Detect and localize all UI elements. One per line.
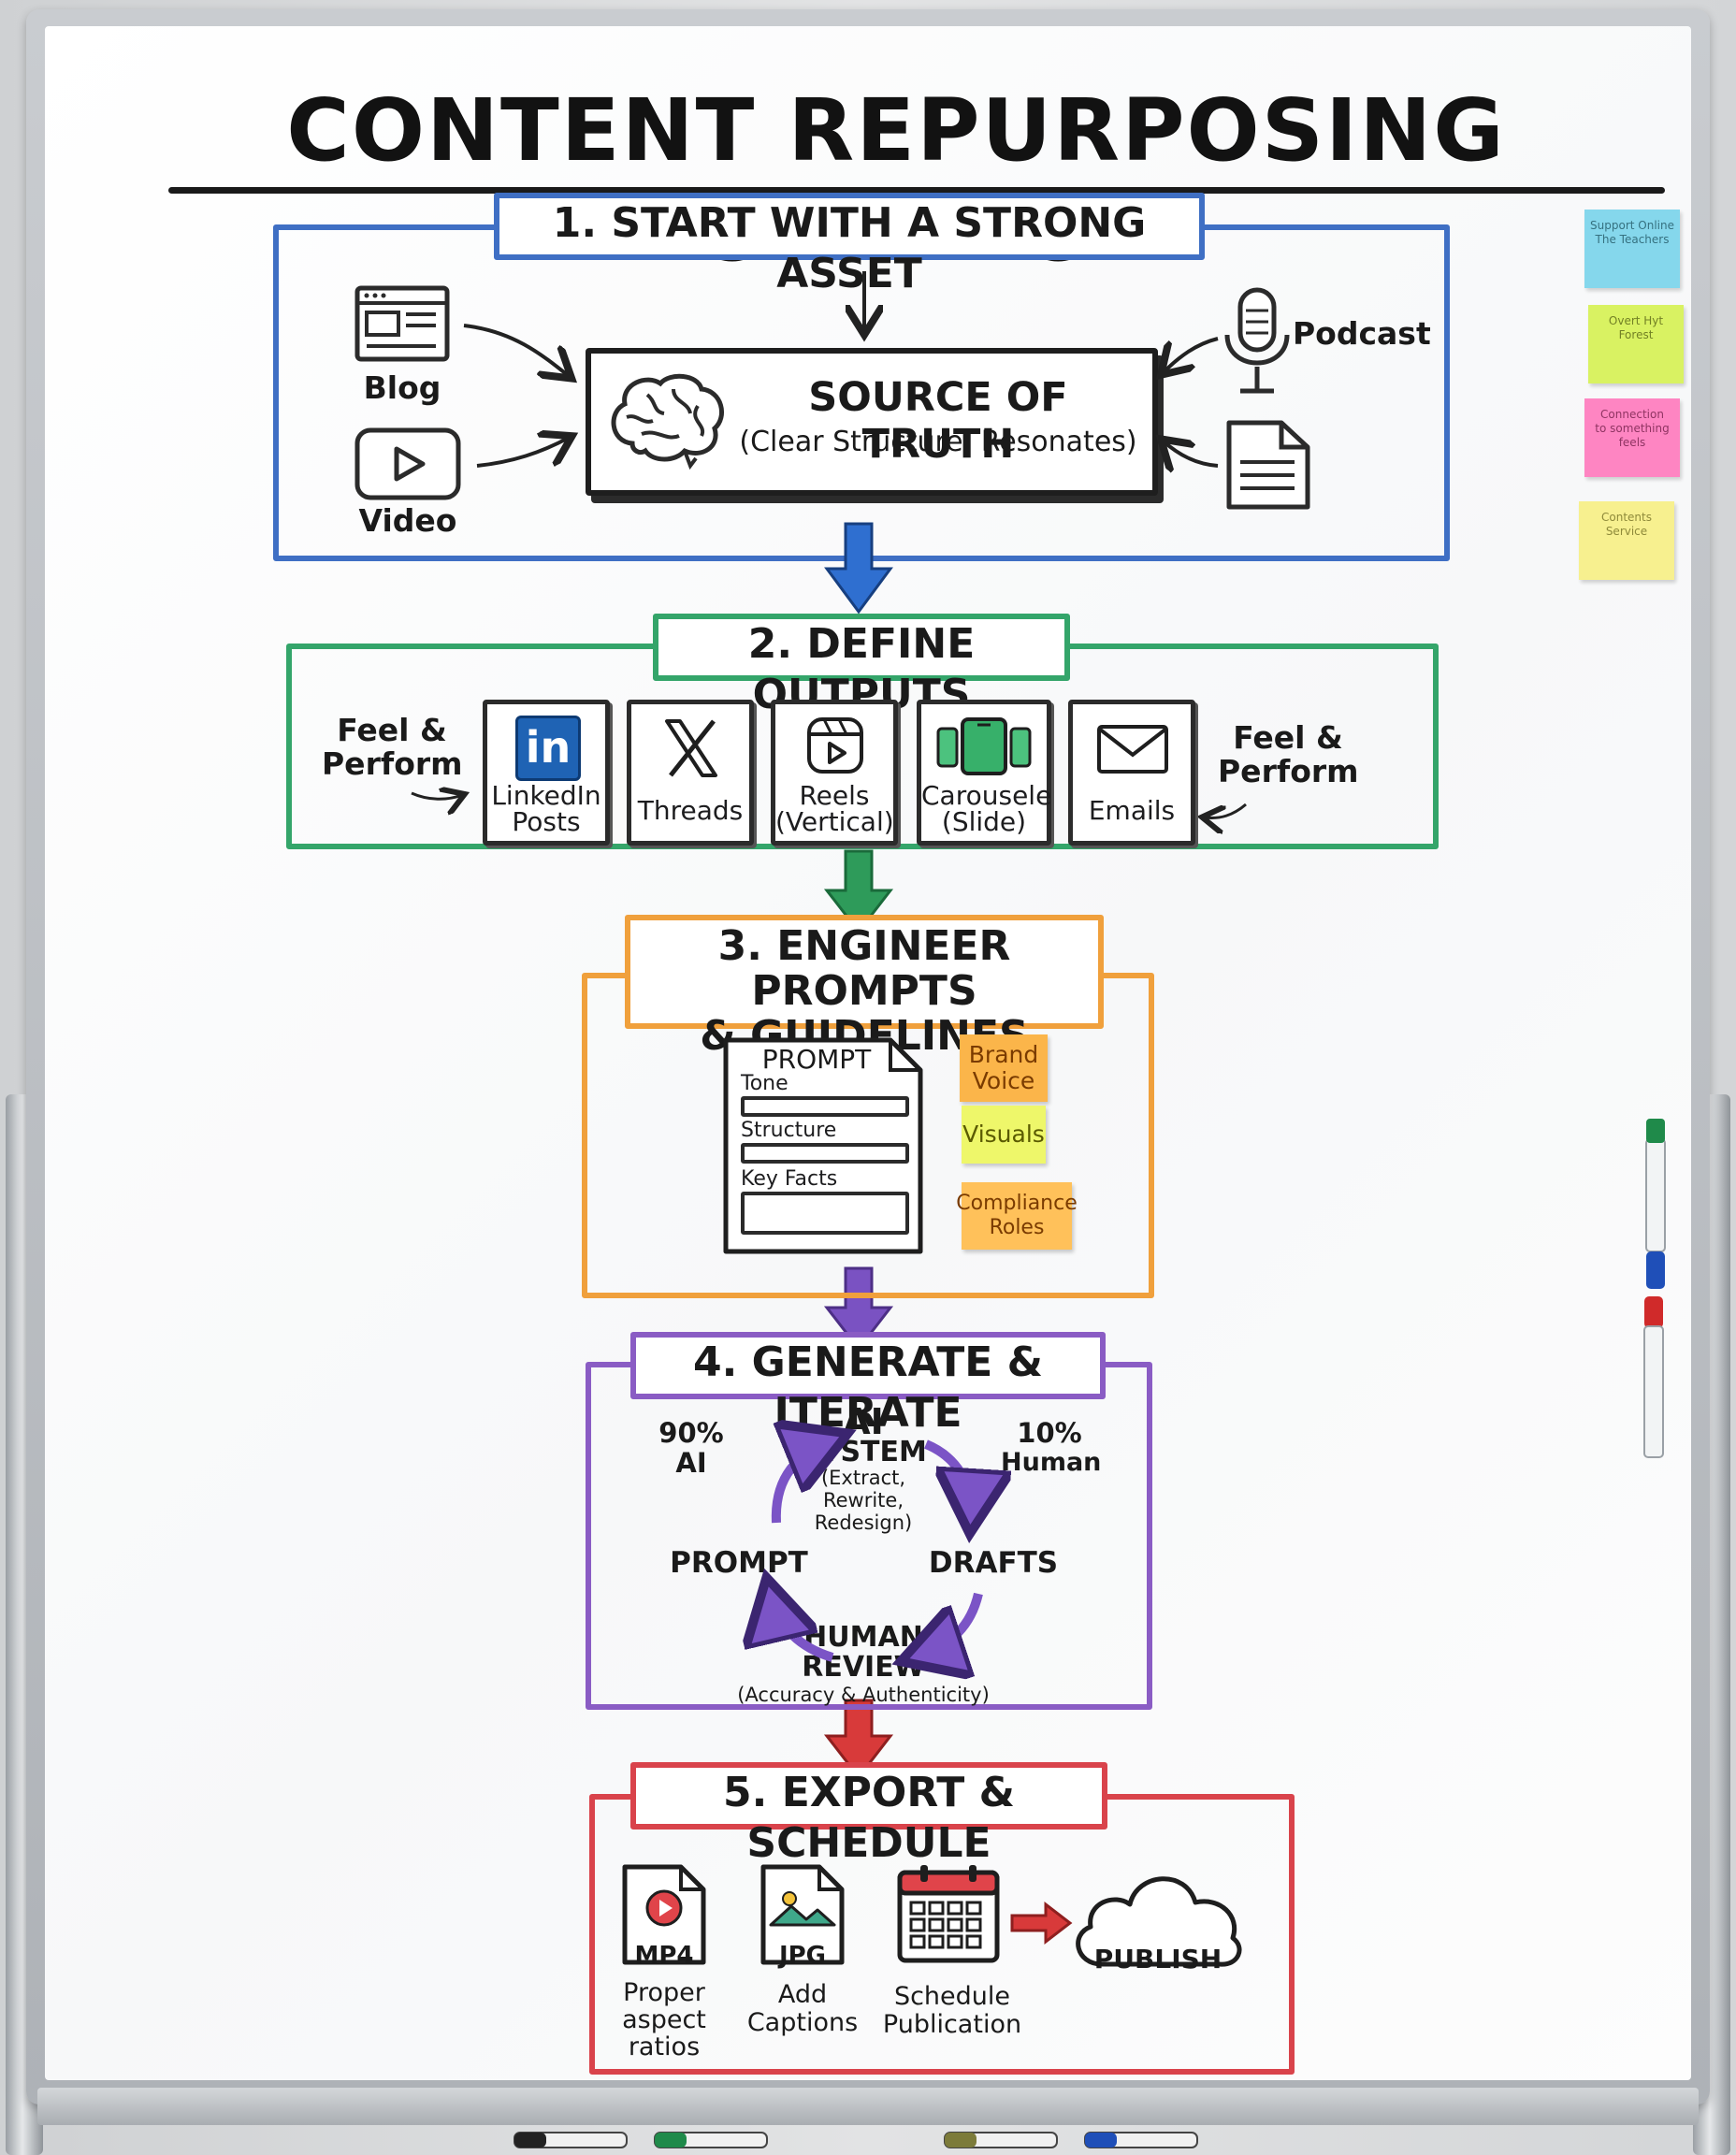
mp4-file-icon: [622, 1864, 706, 1965]
mp4-label: MP4: [634, 1942, 694, 1970]
left-note-line2: Perform: [322, 745, 463, 782]
reels-icon: [807, 717, 863, 774]
schedule-caption-line2: Publication: [882, 2010, 1022, 2039]
sticky-compliance-line1: Compliance: [956, 1192, 1078, 1215]
prompt-title: PROMPT: [761, 1044, 872, 1075]
tray-markers[interactable]: [505, 2125, 1216, 2153]
output-threads: Threads: [627, 700, 754, 846]
mp4-caption-line2: aspect: [622, 2005, 706, 2034]
output-reels-line2: (Vertical): [775, 806, 894, 837]
jpg-caption-line1: Add: [777, 1980, 828, 2009]
arrow-step3-to-step4: [823, 1266, 894, 1352]
step1-title: 1. START WITH A STRONG ASSET: [494, 193, 1205, 297]
left-note-line1: Feel &: [337, 712, 447, 748]
mp4-caption-line3: ratios: [628, 2032, 701, 2061]
field-label-tone: Tone: [741, 1072, 788, 1095]
brain-icon: [611, 373, 724, 470]
tone-field: [741, 1096, 909, 1117]
right-note-line1: Feel &: [1233, 719, 1343, 756]
step3-title: 3. ENGINEER PROMPTS & GUIDELINES: [625, 915, 1104, 1059]
side-sticky-2-line1: Overt Hyt: [1608, 314, 1664, 327]
output-emails: Emails: [1068, 700, 1195, 846]
microphone-icon: [1224, 287, 1290, 394]
red-marker[interactable]: [1635, 1289, 1672, 1467]
side-sticky-1: Support Online The Teachers: [1584, 210, 1680, 288]
arrow-to-publish: [1010, 1901, 1073, 1945]
side-sticky-4: Contents Service: [1579, 501, 1674, 580]
output-carousel: Carousele (Slide): [917, 700, 1051, 846]
side-sticky-1-line2: The Teachers: [1595, 233, 1670, 246]
jpg-file-icon: [760, 1864, 845, 1965]
output-linkedin-line1: LinkedIn: [491, 780, 601, 811]
title-underline: [168, 187, 1665, 194]
human-percent: 10%: [1017, 1417, 1082, 1449]
side-sticky-3-line1: Connection: [1600, 408, 1664, 421]
jpg-label: JPG: [778, 1942, 827, 1970]
sticky-compliance-line2: Roles: [989, 1216, 1045, 1239]
green-marker[interactable]: [1637, 1111, 1674, 1298]
source-of-truth-subtitle: (Clear Structure, Resonates): [739, 426, 1137, 458]
side-sticky-4-line1: Contents: [1601, 511, 1652, 524]
output-carousel-line2: (Slide): [941, 806, 1027, 837]
arrow-step1-to-step2: [824, 522, 893, 615]
side-sticky-4-line2: Service: [1605, 525, 1648, 538]
output-threads-label: Threads: [637, 795, 744, 826]
output-linkedin: in LinkedIn Posts: [483, 700, 610, 846]
blog-icon: [354, 285, 450, 362]
output-linkedin-line2: Posts: [512, 806, 581, 837]
sticky-brand-voice-line2: Voice: [972, 1067, 1035, 1094]
source-of-truth-title: SOURCE OF TRUTH: [808, 374, 1068, 468]
output-reels-line1: Reels: [799, 780, 870, 811]
carousel-icon: [936, 717, 1032, 775]
linkedin-icon: in: [515, 716, 581, 781]
output-emails-label: Emails: [1088, 795, 1176, 826]
document-icon: [1226, 420, 1310, 510]
ai-percent-label: AI: [675, 1447, 707, 1479]
step3-title-line1: 3. ENGINEER PROMPTS: [717, 922, 1011, 1015]
step2-title: 2. DEFINE OUTPUTS: [653, 614, 1070, 718]
blog-label: Blog: [363, 369, 441, 406]
sticky-visuals-line1: Visuals: [962, 1121, 1045, 1148]
arrow-step2-to-step3: [823, 849, 894, 934]
field-label-key-facts: Key Facts: [741, 1167, 838, 1191]
side-sticky-1-line1: Support Online: [1590, 219, 1674, 232]
marker-tray: [37, 2088, 1699, 2125]
iteration-cycle-arrows: [718, 1420, 1027, 1691]
ai-system-line4: Rewrite,: [822, 1489, 904, 1511]
ai-percent: 90%: [658, 1417, 724, 1449]
step5-title: 5. EXPORT & SCHEDULE: [630, 1762, 1107, 1867]
side-sticky-2-line2: Forest: [1618, 328, 1654, 341]
video-icon: [354, 427, 461, 500]
ai-system-line5: Redesign): [814, 1511, 913, 1534]
podcast-label: Podcast: [1293, 315, 1431, 352]
human-percent-label: Human: [1001, 1448, 1102, 1477]
node-drafts: DRAFTS: [928, 1546, 1059, 1580]
jpg-caption-line2: Captions: [746, 2008, 859, 2037]
connector-arrows: [411, 271, 1247, 2080]
calendar-icon: [897, 1865, 1000, 1963]
human-review-note: (Accuracy & Authenticity): [737, 1684, 990, 1706]
whiteboard: CONTENT REPURPOSING WORKFLOW 1. START WI…: [45, 26, 1691, 2080]
structure-field: [741, 1143, 909, 1164]
output-carousel-line1: Carousele: [921, 780, 1052, 811]
mp4-caption-line1: Proper: [623, 1978, 705, 2007]
x-icon: [665, 719, 717, 777]
side-sticky-2: Overt Hyt Forest: [1588, 305, 1684, 383]
side-sticky-3-line2: to something feels: [1595, 422, 1670, 449]
sticky-brand-voice-line1: Brand: [968, 1041, 1039, 1068]
publish-label: PUBLISH: [1093, 1944, 1222, 1974]
right-note-line2: Perform: [1218, 753, 1359, 789]
step4-title: 4. GENERATE & ITERATE: [630, 1332, 1106, 1437]
envelope-icon: [1097, 725, 1168, 774]
output-reels: Reels (Vertical): [771, 700, 898, 846]
schedule-caption-line1: Schedule: [893, 1982, 1011, 2011]
cloud-icon: [1076, 1876, 1242, 1967]
video-label: Video: [358, 502, 457, 539]
field-label-structure: Structure: [741, 1119, 837, 1142]
key-facts-field: [741, 1192, 909, 1235]
sticky-visuals: Visuals: [962, 1106, 1046, 1164]
side-sticky-3: Connection to something feels: [1584, 398, 1680, 477]
